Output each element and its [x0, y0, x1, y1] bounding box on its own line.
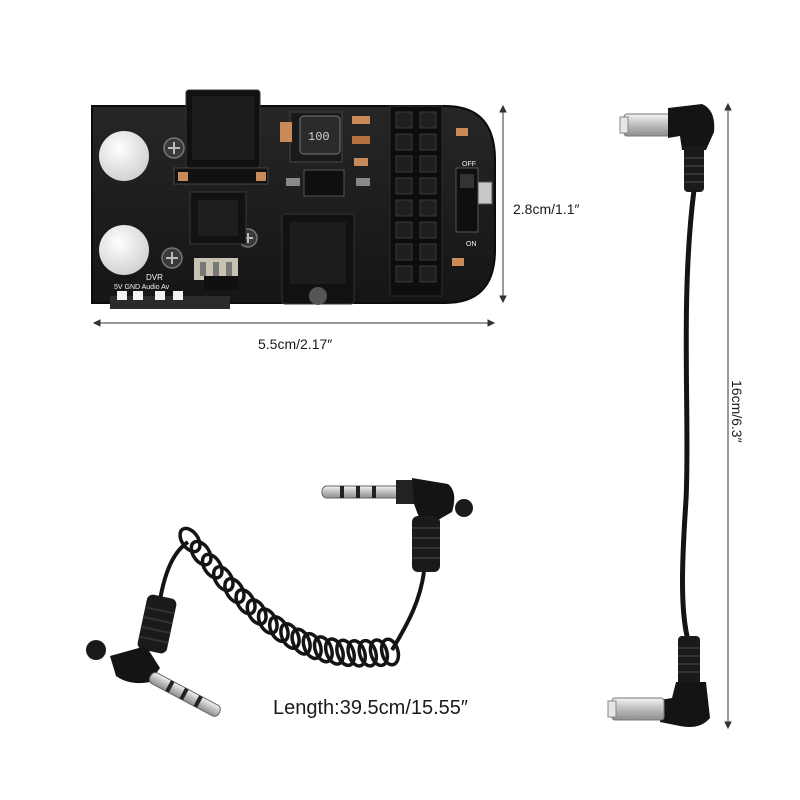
coil-loop [368, 638, 390, 668]
coil-loop [211, 565, 235, 593]
coil-loop [256, 607, 279, 636]
silkscreen-dvr: DVR [146, 273, 163, 282]
pin-socket [419, 221, 437, 239]
width-dimension-line [92, 319, 496, 327]
pin-socket [395, 221, 413, 239]
pin-socket [419, 133, 437, 151]
mount-hole-top [99, 131, 149, 181]
pin-header-small [194, 258, 238, 290]
pin-socket [395, 133, 413, 151]
coil-loop [234, 588, 257, 616]
coil-lead-top [390, 571, 426, 652]
coil-loop [346, 638, 368, 668]
pin-socket [395, 243, 413, 261]
cable-coil [178, 526, 401, 668]
audio-plug-icon [86, 594, 221, 717]
dc-jack-top [173, 89, 269, 185]
dvr-adapter-board: DVR 5V GND Audio Av 100 OFF ON [91, 89, 496, 309]
coiled-audio-cable [86, 478, 473, 717]
pin-socket [395, 155, 413, 173]
coil-loop [335, 638, 357, 668]
coil-loop [290, 627, 312, 656]
pin-socket [419, 265, 437, 283]
silkscreen-pins: 5V GND Audio Av [114, 284, 170, 291]
pin-socket [419, 243, 437, 261]
coil-loop [200, 552, 224, 580]
pin-header-2x8 [389, 105, 443, 297]
silkscreen-pads [117, 291, 183, 300]
pcb-bottom-edge [110, 296, 230, 309]
dc-plug-icon [619, 104, 715, 192]
pin-socket [419, 177, 437, 195]
power-module: 100 [280, 111, 370, 197]
audio-cable-length-label: Length:39.5cm/15.55″ [273, 697, 468, 719]
silkscreen-on: ON [466, 241, 477, 248]
pin-socket [395, 199, 413, 217]
pin-socket [419, 199, 437, 217]
coil-loop [379, 637, 401, 667]
cable-dimension-line [724, 102, 732, 730]
mount-hole-bottom [99, 225, 149, 275]
dc-plug-icon [607, 636, 710, 727]
audio-jack [189, 191, 247, 245]
height-dimension-line [499, 104, 507, 304]
screw-icon [163, 137, 185, 159]
pin-socket [419, 111, 437, 129]
dc-power-cable [607, 104, 715, 727]
coil-loop [223, 576, 246, 605]
silkscreen-off: OFF [462, 161, 476, 168]
smd-pad [452, 258, 464, 266]
board-height-label: 2.8cm/1.1″ [513, 201, 580, 217]
switch-icon [455, 167, 493, 233]
coil-loop [189, 539, 213, 567]
coil-lead-bottom [158, 540, 190, 601]
coil-loop [312, 635, 334, 664]
board-width-label: 5.5cm/2.17″ [258, 336, 333, 352]
audio-plug-icon [321, 478, 473, 572]
coil-loop [267, 615, 290, 644]
coil-loop [323, 637, 345, 666]
pin-socket [395, 265, 413, 283]
coil-loop [357, 638, 379, 668]
pin-socket [395, 111, 413, 129]
dc-jack-bottom [281, 213, 355, 305]
inductor-marking: 100 [308, 130, 330, 144]
dc-cable-length-label: 16cm/6.3″ [729, 380, 745, 443]
smd-pad [456, 128, 468, 136]
pin-socket [395, 177, 413, 195]
coil-loop [245, 598, 268, 626]
coil-loop [279, 621, 301, 651]
dc-cable-wire [680, 189, 697, 641]
pin-socket [419, 155, 437, 173]
screw-icon [161, 247, 183, 269]
